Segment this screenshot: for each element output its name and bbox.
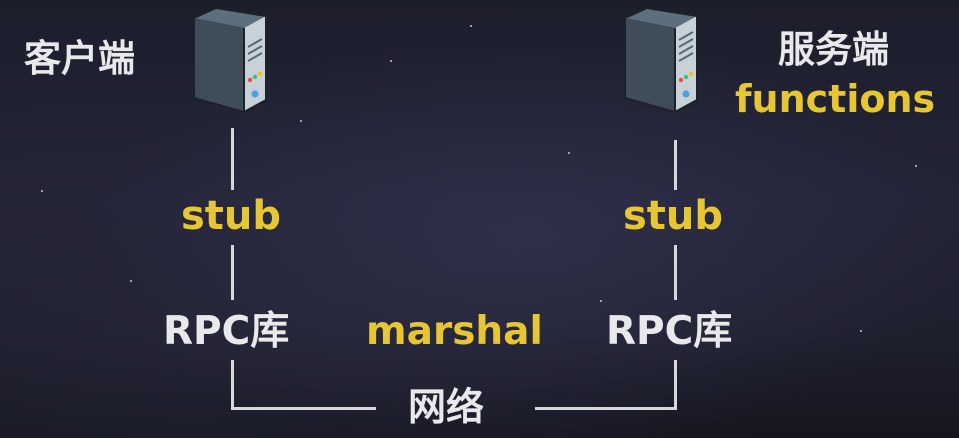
star [130,280,132,282]
network-line-right [535,407,677,410]
client-line-stub-to-rpc [231,245,234,300]
network-line-left [231,407,376,410]
client-line-server-to-stub [231,128,234,190]
remote-server-icon [624,7,698,113]
star [568,152,570,154]
star [470,25,472,27]
server-rpc-lib-label: RPC库 [606,309,733,354]
client-line-rpc-down [231,360,234,410]
server-stub-label: stub [623,193,724,239]
server-line-rpc-down [674,360,677,410]
server-line-server-to-stub [674,140,677,190]
star [860,330,862,332]
star [41,190,43,192]
star [600,300,602,302]
client-stub-label: stub [181,193,282,239]
network-label: 网络 [408,385,485,429]
server-label: 服务端 [778,28,889,71]
functions-label: functions [735,77,936,121]
star [390,60,392,62]
client-server-icon [193,7,267,113]
star [300,120,302,122]
server-line-stub-to-rpc [674,245,677,300]
client-label: 客户端 [24,37,135,80]
star [915,165,917,167]
marshal-label: marshal [366,309,543,354]
client-rpc-lib-label: RPC库 [163,309,290,354]
